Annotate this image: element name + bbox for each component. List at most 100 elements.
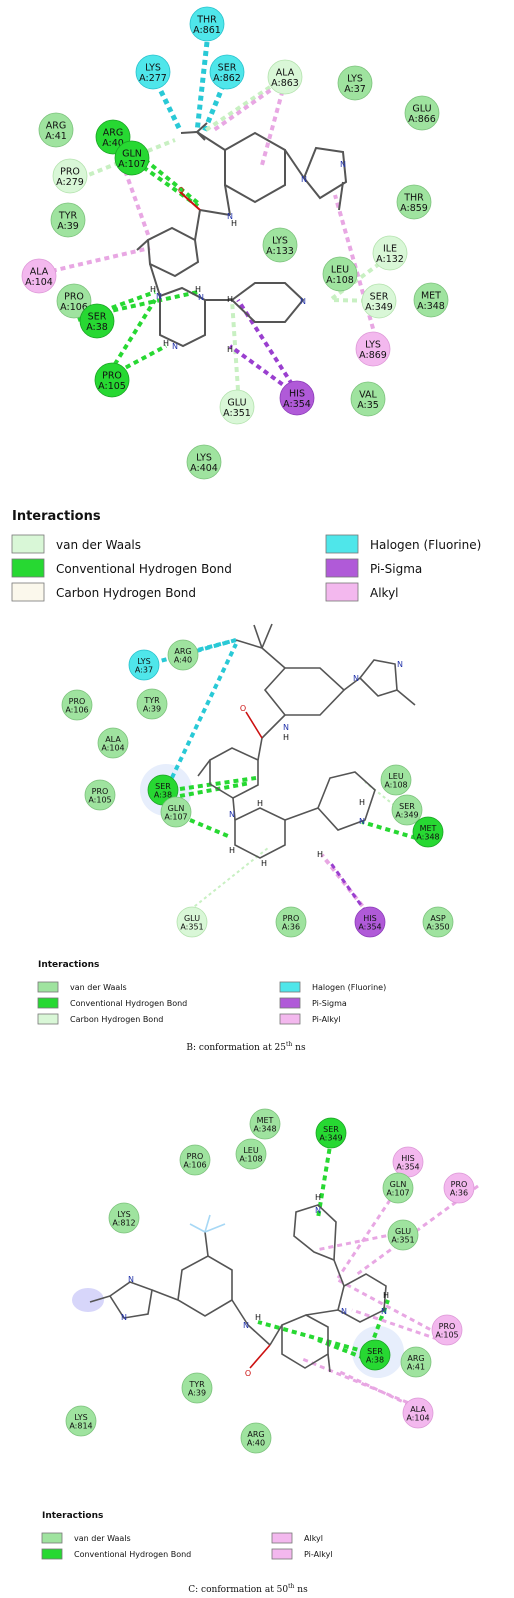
- residue-disc: [56, 283, 92, 319]
- residue-id: A:351: [223, 408, 251, 419]
- residue-disc: [396, 184, 432, 220]
- svg-text:H: H: [383, 1291, 389, 1300]
- legend-label: van der Waals: [74, 1534, 131, 1543]
- legend-swatch: [279, 997, 301, 1009]
- svg-text:H: H: [257, 799, 263, 808]
- residue-id: A:348: [416, 833, 439, 842]
- legend-swatch: [11, 534, 45, 554]
- residue-id: A:41: [45, 131, 67, 142]
- residue-disc: [160, 796, 192, 828]
- svg-text:N: N: [315, 1206, 321, 1215]
- residue-disc: [387, 1219, 419, 1251]
- residue-disc: [315, 1117, 347, 1149]
- legend-item: Conventional Hydrogen Bond: [11, 558, 232, 578]
- legend-label: Alkyl: [370, 586, 399, 600]
- svg-text:H: H: [283, 733, 289, 742]
- legend-label: Halogen (Fluorine): [312, 983, 386, 992]
- residue-name: HIS: [363, 914, 376, 923]
- svg-text:N: N: [229, 810, 235, 819]
- residue-name: PRO: [283, 914, 300, 923]
- svg-text:O: O: [240, 704, 246, 713]
- residue-name: PRO: [64, 292, 84, 303]
- residue-disc: [176, 906, 208, 938]
- legend-label: Pi-Sigma: [370, 562, 422, 576]
- residue-disc: [350, 381, 386, 417]
- residue-name: ARG: [247, 1430, 264, 1439]
- residue-name: MET: [420, 824, 437, 833]
- legend-swatch: [37, 981, 59, 993]
- svg-text:N: N: [243, 1321, 249, 1330]
- legend-label: Carbon Hydrogen Bond: [70, 1015, 163, 1024]
- residue-id: A:348: [253, 1125, 276, 1134]
- residue-name: THR: [403, 193, 424, 204]
- legend-item: Halogen (Fluorine): [279, 981, 386, 993]
- residue-disc: [84, 779, 116, 811]
- svg-text:H: H: [261, 859, 267, 868]
- residue-name: LYS: [272, 236, 288, 247]
- residue-name: SER: [155, 782, 171, 791]
- panel-b-interaction-lines: [152, 638, 417, 915]
- residue-id: A:869: [359, 350, 387, 361]
- residue-id: A:108: [326, 275, 354, 286]
- residue-id: A:105: [98, 381, 126, 392]
- residue-disc: [189, 6, 225, 42]
- residue-name: PRO: [102, 371, 122, 382]
- residue-name: ALA: [276, 68, 295, 79]
- residue-name: PRO: [92, 787, 109, 796]
- residue-disc: [391, 794, 423, 826]
- residue-name: TYR: [143, 696, 160, 705]
- residue-id: A:106: [183, 1161, 206, 1170]
- legend-item: Carbon Hydrogen Bond: [11, 582, 196, 602]
- legend-label: Conventional Hydrogen Bond: [70, 999, 187, 1008]
- residue-id: A:38: [154, 791, 172, 800]
- residue-disc: [97, 727, 129, 759]
- residue-disc: [361, 283, 397, 319]
- svg-text:N: N: [397, 660, 403, 669]
- residue-id: A:39: [188, 1389, 206, 1398]
- legend-item: Conventional Hydrogen Bond: [37, 997, 187, 1009]
- panel-b-atom-labels: O N H N N N H H H N H H: [229, 660, 403, 868]
- residue-name: LEU: [243, 1146, 259, 1155]
- legend-swatch: [41, 1532, 63, 1544]
- residue-disc: [354, 906, 386, 938]
- svg-text:N: N: [341, 1307, 347, 1316]
- residue-disc: [372, 235, 408, 271]
- residue-id: A:349: [395, 811, 418, 820]
- caption-end: ns: [292, 1043, 306, 1053]
- residue-name: GLN: [168, 804, 185, 813]
- residue-disc: [412, 816, 444, 848]
- residue-name: HIS: [289, 389, 305, 400]
- residue-name: LEU: [388, 772, 404, 781]
- caption-main: B: conformation at 25: [186, 1043, 286, 1053]
- legend-item: Pi-Alkyl: [271, 1548, 333, 1560]
- svg-text:N: N: [227, 212, 233, 221]
- panel-c-ligand: [89, 1204, 387, 1373]
- residue-disc: [275, 906, 307, 938]
- residue-id: A:812: [112, 1219, 135, 1228]
- residue-name: ASP: [430, 914, 446, 923]
- legend-swatch: [11, 582, 45, 602]
- legend-item: Pi-Sigma: [279, 997, 347, 1009]
- residue-name: GLN: [122, 149, 142, 160]
- residue-name: ARG: [174, 647, 191, 656]
- residue-id: A:354: [358, 923, 381, 932]
- legend-swatch: [325, 582, 359, 602]
- residue-id: A:354: [396, 1163, 419, 1172]
- residue-id: A:36: [450, 1189, 468, 1198]
- legend-label: van der Waals: [70, 983, 127, 992]
- residue-disc: [267, 59, 303, 95]
- residue-id: A:38: [366, 1356, 384, 1365]
- legend-swatch: [325, 534, 359, 554]
- panel-a-ligand: [136, 122, 348, 348]
- legend-item: van der Waals: [37, 981, 127, 993]
